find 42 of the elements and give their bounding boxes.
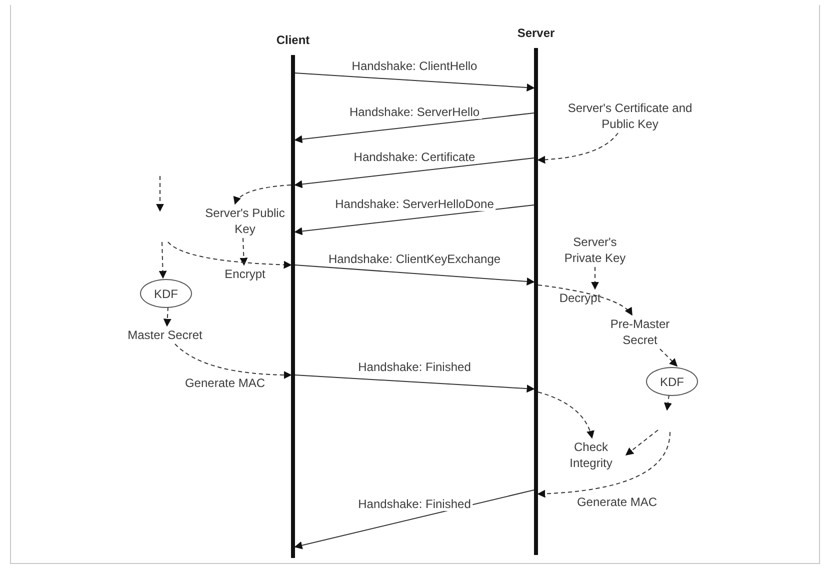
text-label: Generate MAC <box>176 375 274 391</box>
text-label: Encrypt <box>218 266 272 282</box>
lifeline-header: Client <box>276 33 310 47</box>
dashed-arrow <box>537 132 618 164</box>
message-arrow <box>294 490 534 550</box>
message-arrow <box>294 112 534 144</box>
edge-label: Handshake: Certificate <box>352 150 478 164</box>
edge-label: Handshake: Finished <box>356 360 473 374</box>
dashed-arrow <box>168 242 292 269</box>
dashed-arrow <box>625 430 658 456</box>
dashed-arrow <box>174 344 292 379</box>
edge-label: Handshake: Finished <box>356 496 473 510</box>
dashed-arrow <box>240 238 248 266</box>
dashed-arrow <box>537 432 670 498</box>
dashed-arrow <box>660 348 678 367</box>
dashed-arrow <box>538 392 594 439</box>
message-arrow <box>294 158 534 188</box>
text-label: Check Integrity <box>558 439 624 471</box>
text-label: Decrypt <box>552 290 608 306</box>
dashed-arrow <box>158 242 167 279</box>
message-arrow <box>294 374 535 393</box>
message-arrow <box>294 204 534 236</box>
dashed-arrow <box>538 284 632 316</box>
process-ellipse: KDF <box>140 279 192 308</box>
dashed-arrow <box>163 306 172 327</box>
dashed-arrow <box>234 184 292 205</box>
message-arrow <box>294 264 535 286</box>
edge-label: Handshake: ServerHello <box>347 104 482 118</box>
text-label: Server's Private Key <box>555 234 635 266</box>
lifeline-header: Server <box>517 26 555 40</box>
text-label: Generate MAC <box>566 494 668 510</box>
text-label: Master Secret <box>118 327 212 343</box>
process-ellipse: KDF <box>646 367 698 396</box>
text-label: Pre-Master Secret <box>598 316 682 348</box>
message-arrow <box>294 72 535 92</box>
edge-label: Handshake: ServerHelloDone <box>333 196 496 210</box>
edge-label: Handshake: ClientKeyExchange <box>326 252 503 266</box>
text-label: Server's Public Key <box>205 205 285 237</box>
dashed-arrow <box>664 394 672 411</box>
dashed-arrow <box>591 266 599 290</box>
edge-label: Handshake: ClientHello <box>350 58 480 72</box>
text-label: Server's Certificate and Public Key <box>560 100 700 132</box>
